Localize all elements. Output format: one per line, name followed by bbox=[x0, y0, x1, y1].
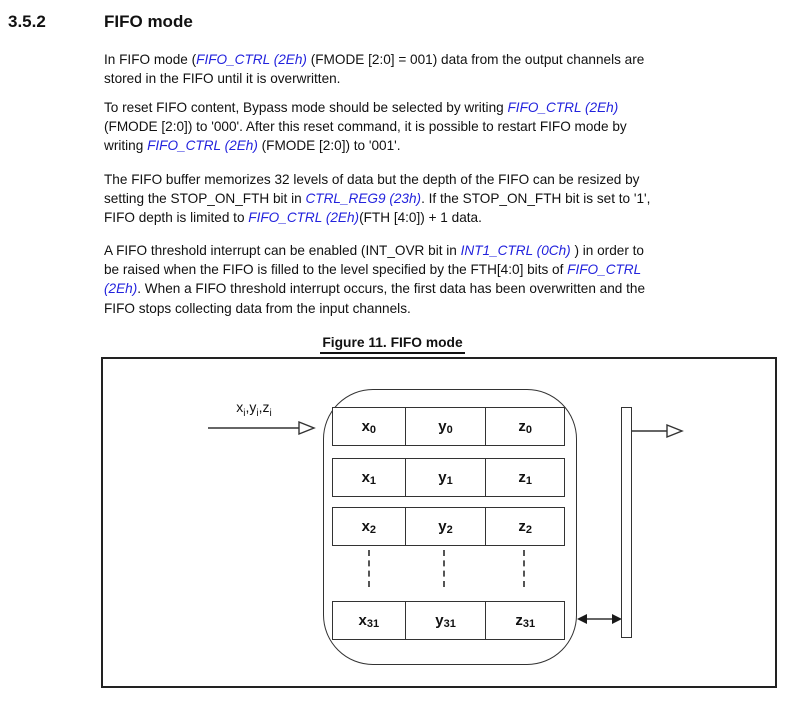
text-run: In FIFO mode ( bbox=[104, 52, 197, 67]
paragraph: The FIFO buffer memorizes 32 levels of d… bbox=[104, 170, 768, 228]
input-arrowhead-icon bbox=[298, 420, 316, 436]
paragraph: In FIFO mode (FIFO_CTRL (2Eh) (FMODE [2:… bbox=[104, 50, 768, 88]
text-line: setting the STOP_ON_FTH bit in CTRL_REG9… bbox=[104, 189, 768, 208]
text-run: (FMODE [2:0]) to '000'. After this reset… bbox=[104, 119, 627, 135]
cell-base: z bbox=[518, 518, 526, 535]
text-line: The FIFO buffer memorizes 32 levels of d… bbox=[104, 170, 768, 189]
output-arrowhead-icon bbox=[666, 423, 684, 439]
register-link[interactable]: FIFO_CTRL (2Eh) bbox=[507, 100, 619, 115]
paragraph: A FIFO threshold interrupt can be enable… bbox=[104, 241, 768, 318]
text-line: To reset FIFO content, Bypass mode shoul… bbox=[104, 98, 768, 117]
text-run: stored in the FIFO until it is overwritt… bbox=[104, 71, 341, 87]
text-run: be raised when the FIFO is filled to the… bbox=[104, 262, 568, 278]
cell-base: z bbox=[518, 469, 526, 486]
section-number: 3.5.2 bbox=[8, 12, 46, 31]
text-line: (2Eh). When a FIFO threshold interrupt o… bbox=[104, 279, 768, 298]
cell-base: y bbox=[435, 612, 444, 629]
register-link[interactable]: FIFO_CTRL (2Eh) bbox=[248, 210, 360, 226]
text-run: A FIFO threshold interrupt can be enable… bbox=[104, 243, 461, 258]
text-run: . If the STOP_ON_FTH bit is set to '1', bbox=[421, 191, 651, 207]
ellipsis-dots bbox=[368, 550, 370, 587]
text-run: writing bbox=[104, 138, 148, 154]
input-arrow bbox=[208, 420, 316, 436]
section-title: FIFO mode bbox=[104, 12, 193, 31]
text-run: x bbox=[236, 399, 244, 415]
text-line: In FIFO mode (FIFO_CTRL (2Eh) (FMODE [2:… bbox=[104, 50, 768, 69]
cell-base: y bbox=[438, 469, 447, 486]
text-line: be raised when the FIFO is filled to the… bbox=[104, 260, 768, 279]
text-run: FIFO stops collecting data from the inpu… bbox=[104, 300, 411, 316]
cell-base: z bbox=[515, 612, 523, 629]
text-run: (FMODE [2:0]) to '001'. bbox=[257, 138, 401, 154]
subscript: i bbox=[269, 407, 272, 419]
cell-base: z bbox=[518, 418, 526, 435]
input-data-label: xi,yi,zi bbox=[206, 399, 302, 419]
cell-base: x bbox=[361, 418, 370, 435]
text-run: To reset FIFO content, Bypass mode shoul… bbox=[104, 100, 508, 115]
text-run: ,z bbox=[258, 399, 270, 415]
output-register-bar bbox=[621, 407, 632, 638]
register-link[interactable]: (2Eh) bbox=[104, 281, 138, 297]
text-run: (FTH [4:0]) + 1 data. bbox=[359, 210, 482, 226]
cell-base: y bbox=[438, 518, 447, 535]
register-link[interactable]: INT1_CTRL (0Ch) bbox=[460, 243, 571, 258]
cell-base: x bbox=[361, 469, 370, 486]
section-heading: 3.5.2 FIFO mode bbox=[8, 12, 193, 34]
text-run: setting the STOP_ON_FTH bit in bbox=[104, 191, 306, 207]
figure-caption-text: Figure 11. FIFO mode bbox=[320, 335, 465, 354]
register-link[interactable]: CTRL_REG9 (23h) bbox=[305, 191, 422, 207]
text-run: ,y bbox=[245, 399, 257, 415]
text-run: FIFO depth is limited to bbox=[104, 210, 249, 226]
text-run: (FMODE [2:0] = 001) data from the output… bbox=[306, 52, 645, 67]
subscript: i bbox=[256, 407, 259, 419]
register-link[interactable]: FIFO_CTRL bbox=[567, 262, 642, 278]
text-run: ) in order to bbox=[570, 243, 644, 258]
paragraph: To reset FIFO content, Bypass mode shoul… bbox=[104, 98, 768, 156]
register-link[interactable]: FIFO_CTRL (2Eh) bbox=[196, 52, 307, 67]
cell-base: y bbox=[438, 418, 447, 435]
text-line: FIFO stops collecting data from the inpu… bbox=[104, 299, 768, 318]
text-line: FIFO depth is limited to FIFO_CTRL (2Eh)… bbox=[104, 208, 768, 227]
text-run: . When a FIFO threshold interrupt occurs… bbox=[137, 281, 646, 297]
output-arrow bbox=[632, 423, 684, 439]
figure-caption: Figure 11. FIFO mode bbox=[0, 335, 785, 354]
register-link[interactable]: FIFO_CTRL (2Eh) bbox=[147, 138, 258, 154]
left-arrowhead-icon bbox=[577, 614, 587, 624]
ellipsis-dots bbox=[523, 550, 525, 587]
text-line: (FMODE [2:0]) to '000'. After this reset… bbox=[104, 117, 768, 136]
text-line: stored in the FIFO until it is overwritt… bbox=[104, 69, 768, 88]
cell-base: x bbox=[361, 518, 370, 535]
subscript: i bbox=[243, 407, 246, 419]
exchange-double-arrow bbox=[577, 614, 622, 624]
text-line: writing FIFO_CTRL (2Eh) (FMODE [2:0]) to… bbox=[104, 136, 768, 155]
cell-base: x bbox=[358, 612, 367, 629]
text-run: The FIFO buffer memorizes 32 levels of d… bbox=[104, 172, 640, 187]
ellipsis-dots bbox=[443, 550, 445, 587]
text-line: A FIFO threshold interrupt can be enable… bbox=[104, 241, 768, 260]
